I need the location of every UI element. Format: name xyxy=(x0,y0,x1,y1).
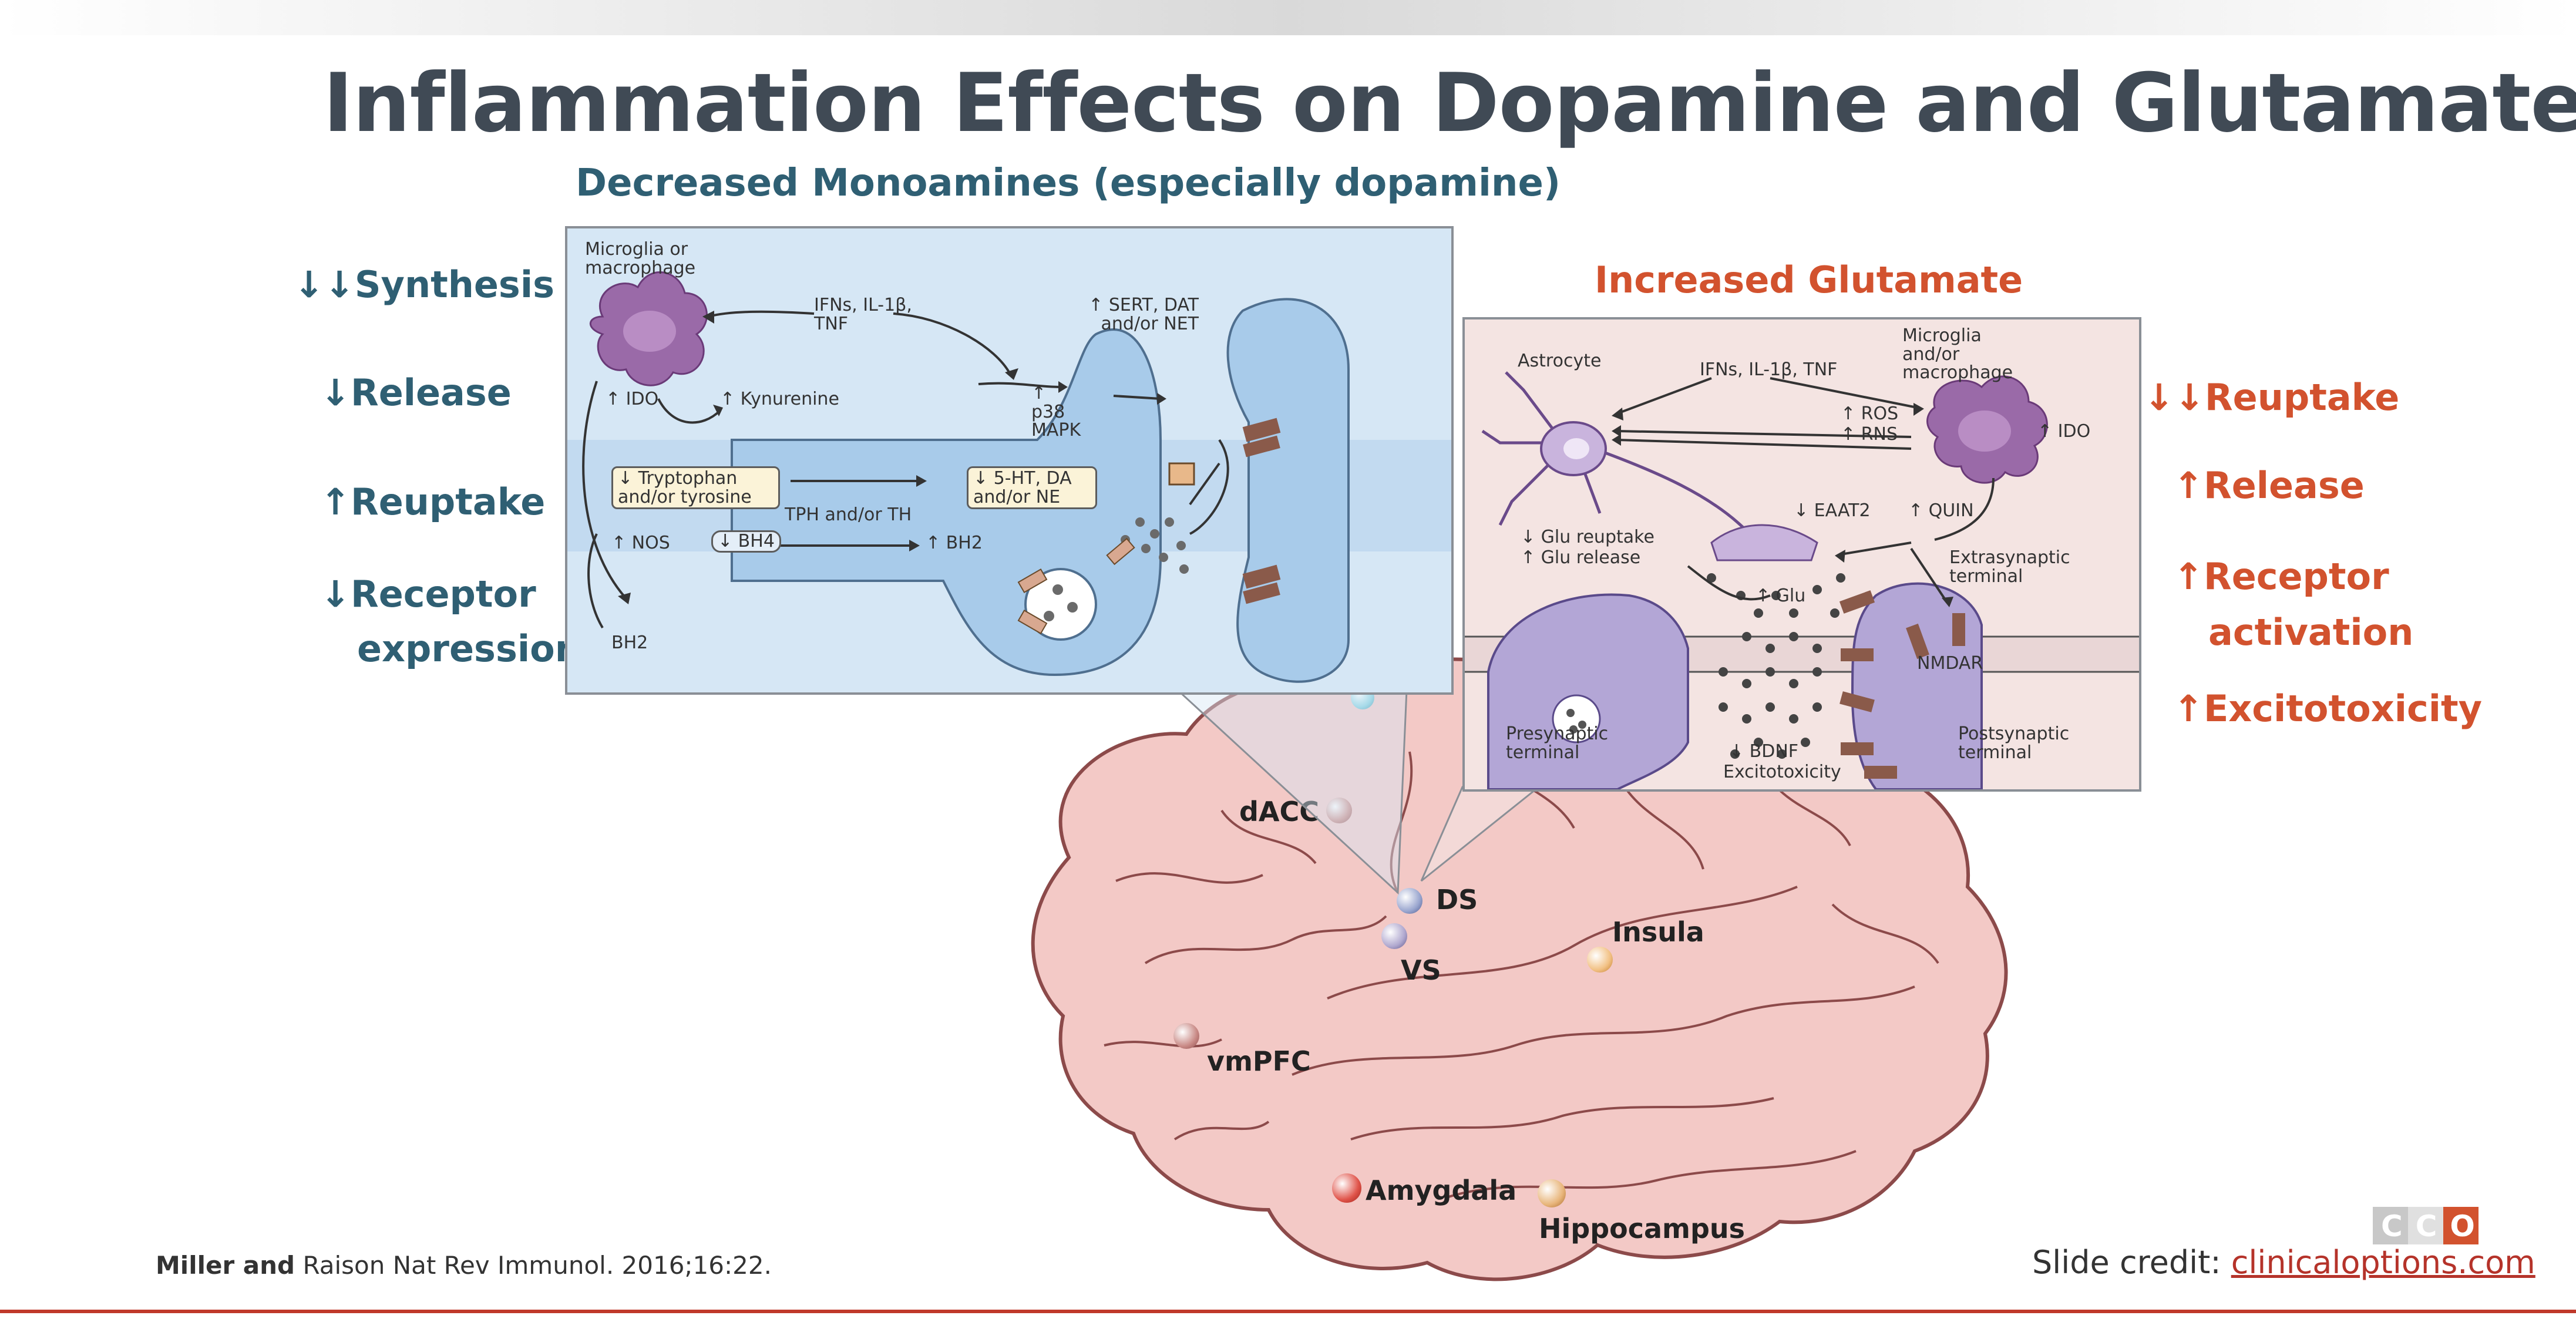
monoamine-diagram xyxy=(567,271,1451,683)
cco-logo-text: CCO xyxy=(2381,1209,2488,1243)
top-gradient-bar xyxy=(0,0,2576,35)
label-postsynaptic: Postsynaptic terminal xyxy=(1958,724,2070,763)
slide-title: Inflammation Effects on Dopamine and Glu… xyxy=(323,56,2576,150)
label-ht: ↓ 5-HT, DA and/or NE xyxy=(967,466,1097,509)
label-bdnf: ↓ BDNF xyxy=(1729,741,1799,762)
region-dot-hippocampus xyxy=(1538,1179,1566,1207)
citation-rest: Raison Nat Rev Immunol. 2016;16:22. xyxy=(295,1251,772,1280)
label-bh4: ↓ BH4 xyxy=(711,530,781,553)
label-presynaptic: Presynaptic terminal xyxy=(1506,724,1609,763)
slide-credit: Slide credit: clinicaloptions.com xyxy=(2032,1244,2535,1281)
effect-reuptake: ↑Reuptake xyxy=(320,480,546,523)
region-label-ds: DS xyxy=(1436,884,1478,916)
label-p38: ↑ p38 MAPK xyxy=(1031,383,1081,440)
citation-authors: Miller and xyxy=(156,1251,295,1280)
label-microglia: Microglia or macrophage xyxy=(585,239,696,278)
region-dot-amygdala xyxy=(1332,1173,1361,1203)
effect-expression: expression xyxy=(357,627,581,670)
left-panel-heading: Decreased Monoamines (especially dopamin… xyxy=(576,162,1561,205)
region-label-hippocampus: Hippocampus xyxy=(1539,1213,1746,1244)
brain-illustration xyxy=(1031,657,2008,1281)
label-rns: ↑ RNS xyxy=(1841,424,1898,445)
effect-glu-receptor: ↑Receptor xyxy=(2173,555,2389,598)
label-glu-reuptake: ↓ Glu reuptake xyxy=(1521,527,1654,547)
label-tph: TPH and/or TH xyxy=(785,504,912,525)
region-dot-ds xyxy=(1397,888,1422,914)
label-tryptophan: ↓ Tryptophan and/or tyrosine xyxy=(611,466,780,509)
right-panel-heading: Increased Glutamate xyxy=(1595,258,2023,301)
region-label-amygdala: Amygdala xyxy=(1366,1175,1517,1206)
effect-release: ↓Release xyxy=(320,371,512,414)
label-sert: ↑ SERT, DAT and/or NET xyxy=(1088,295,1199,334)
credit-link[interactable]: clinicaloptions.com xyxy=(2231,1244,2535,1281)
label-bh2-up: ↑ BH2 xyxy=(926,533,983,553)
label-ido-r: ↑ IDO xyxy=(2037,421,2091,442)
effect-glu-reuptake: ↓↓Reuptake xyxy=(2144,376,2400,419)
label-ifns-r: IFNs, IL-1β, TNF xyxy=(1700,359,1838,380)
bottom-rule xyxy=(0,1310,2576,1313)
region-label-vs: VS xyxy=(1401,954,1441,986)
label-extrasynaptic: Extrasynaptic terminal xyxy=(1949,547,2070,587)
region-dot-vs xyxy=(1381,923,1407,949)
region-label-vmpfc: vmPFC xyxy=(1207,1045,1311,1077)
citation: Miller and Raison Nat Rev Immunol. 2016;… xyxy=(156,1251,772,1280)
region-label-dacc: dACC xyxy=(1239,796,1320,827)
effect-glu-activation: activation xyxy=(2208,611,2414,654)
effect-synthesis: ↓↓Synthesis xyxy=(294,263,554,306)
region-dot-vmpfc xyxy=(1173,1023,1199,1049)
label-astrocyte: Astrocyte xyxy=(1518,351,1602,371)
label-excitotoxicity: Excitotoxicity xyxy=(1723,762,1841,782)
label-ros: ↑ ROS xyxy=(1841,403,1899,424)
monoamine-panel: Microglia or macrophage IFNs, IL-1β, TNF… xyxy=(565,226,1454,695)
credit-label: Slide credit: xyxy=(2032,1244,2231,1281)
label-ido: ↑ IDO xyxy=(606,389,659,409)
label-ifns: IFNs, IL-1β, TNF xyxy=(814,295,912,334)
label-glu: ↑ Glu xyxy=(1756,586,1806,606)
label-bh2: BH2 xyxy=(611,633,648,653)
glutamate-panel: Astrocyte IFNs, IL-1β, TNF Microglia and… xyxy=(1462,317,2141,792)
effect-glu-release: ↑Release xyxy=(2173,464,2365,507)
region-label-insula: Insula xyxy=(1612,916,1704,948)
effect-receptor: ↓Receptor xyxy=(320,573,536,615)
cco-logo: CCO xyxy=(2373,1207,2479,1244)
label-nmdar: NMDAR xyxy=(1917,653,1983,674)
label-glu-release: ↑ Glu release xyxy=(1521,547,1641,568)
region-dot-dacc xyxy=(1326,798,1352,823)
label-nos: ↑ NOS xyxy=(611,533,670,553)
glutamate-diagram xyxy=(1465,371,2139,789)
region-dot-insula xyxy=(1587,947,1613,973)
label-quin: ↑ QUIN xyxy=(1908,500,1974,521)
effect-excitotoxicity: ↑Excitotoxicity xyxy=(2173,687,2483,730)
label-eaat2: ↓ EAAT2 xyxy=(1794,500,1871,521)
label-kynurenine: ↑ Kynurenine xyxy=(720,389,839,409)
label-microglia-r: Microglia and/or macrophage xyxy=(1902,325,2013,383)
